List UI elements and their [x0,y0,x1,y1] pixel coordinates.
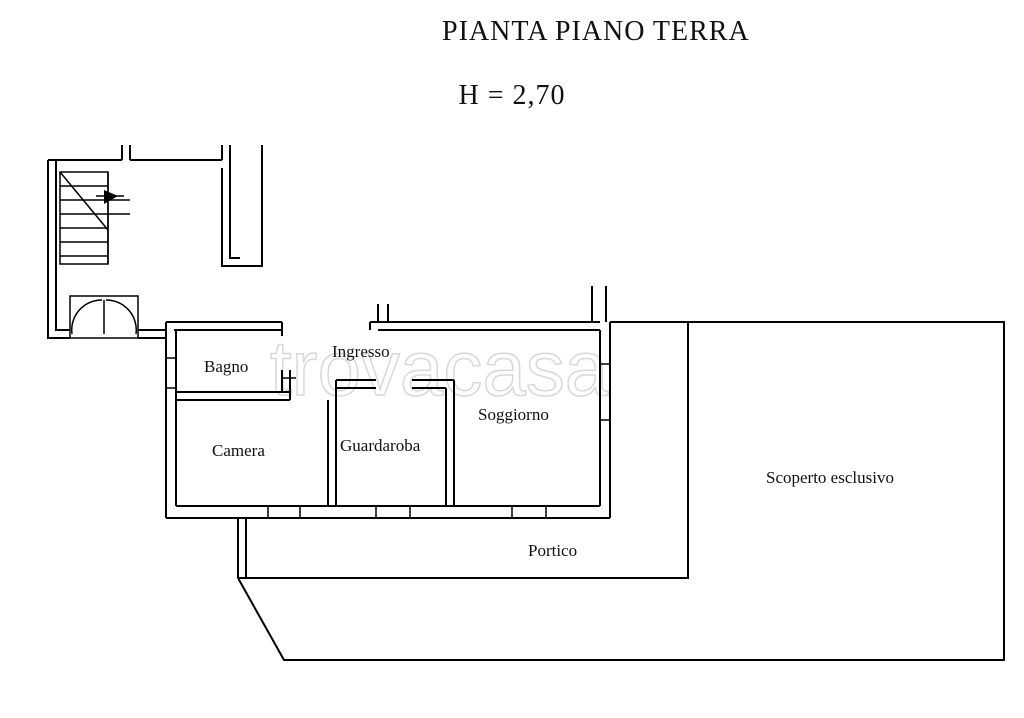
room-label-soggiorno: Soggiorno [478,405,549,424]
watermark: trovacasa [270,324,609,412]
stair-direction-arrow-icon [104,190,118,204]
apartment-walls [165,286,611,519]
room-label-scoperto: Scoperto esclusivo [766,468,894,487]
plan-title: PIANTA PIANO TERRA [442,16,750,47]
room-label-portico: Portico [528,541,577,560]
room-label-ingresso: Ingresso [332,342,390,361]
room-label-guardaroba: Guardaroba [340,436,421,455]
ceiling-height-label: H = 2,70 [458,80,566,111]
exterior-outline [237,321,1005,661]
room-label-bagno: Bagno [204,357,248,376]
stairwell [47,145,263,339]
room-label-camera: Camera [212,441,265,460]
